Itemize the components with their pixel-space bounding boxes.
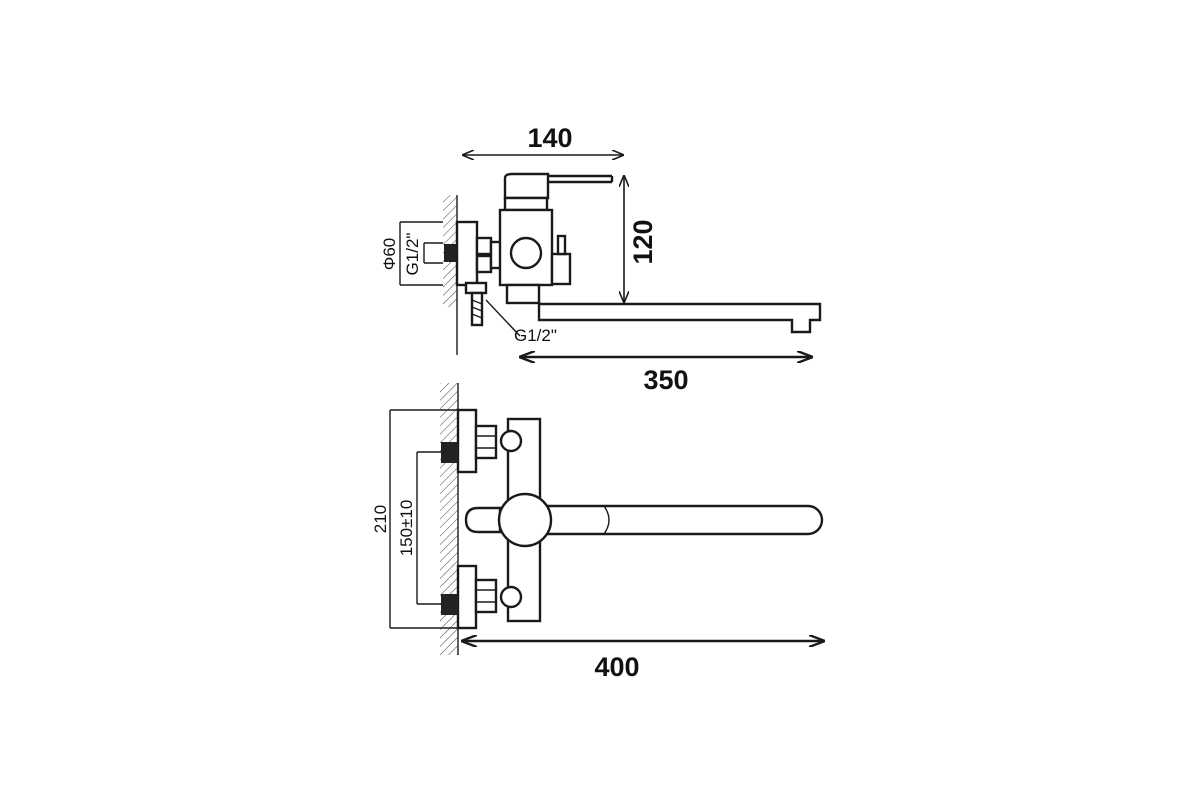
dim-front-center-label: 150±10 (397, 500, 416, 557)
side-left-dimension-lines (399, 221, 443, 286)
side-view: Φ60 G1/2" G (380, 123, 822, 395)
side-spout (537, 302, 822, 334)
dim-length-label: 400 (594, 652, 639, 682)
front-bottom-eccentric (441, 564, 498, 630)
front-view: 210 150±10 (371, 383, 824, 682)
dim-width-label: 140 (527, 123, 572, 153)
side-wall-flange (444, 220, 507, 287)
dim-diameter-label: Φ60 (380, 238, 399, 270)
dim-front-height-label: 210 (371, 505, 390, 533)
side-faucet-body (498, 172, 614, 305)
front-dimension-lines (389, 409, 458, 629)
side-hose-connector (464, 281, 521, 337)
side-wall (443, 195, 458, 355)
dim-thread-left-label: G1/2" (403, 233, 422, 276)
front-spout (464, 492, 824, 548)
front-top-eccentric (441, 408, 498, 474)
dim-spout-label: 350 (643, 365, 688, 395)
dim-height-label: 120 (628, 219, 658, 264)
dim-thread-bottom-label: G1/2" (514, 326, 557, 345)
